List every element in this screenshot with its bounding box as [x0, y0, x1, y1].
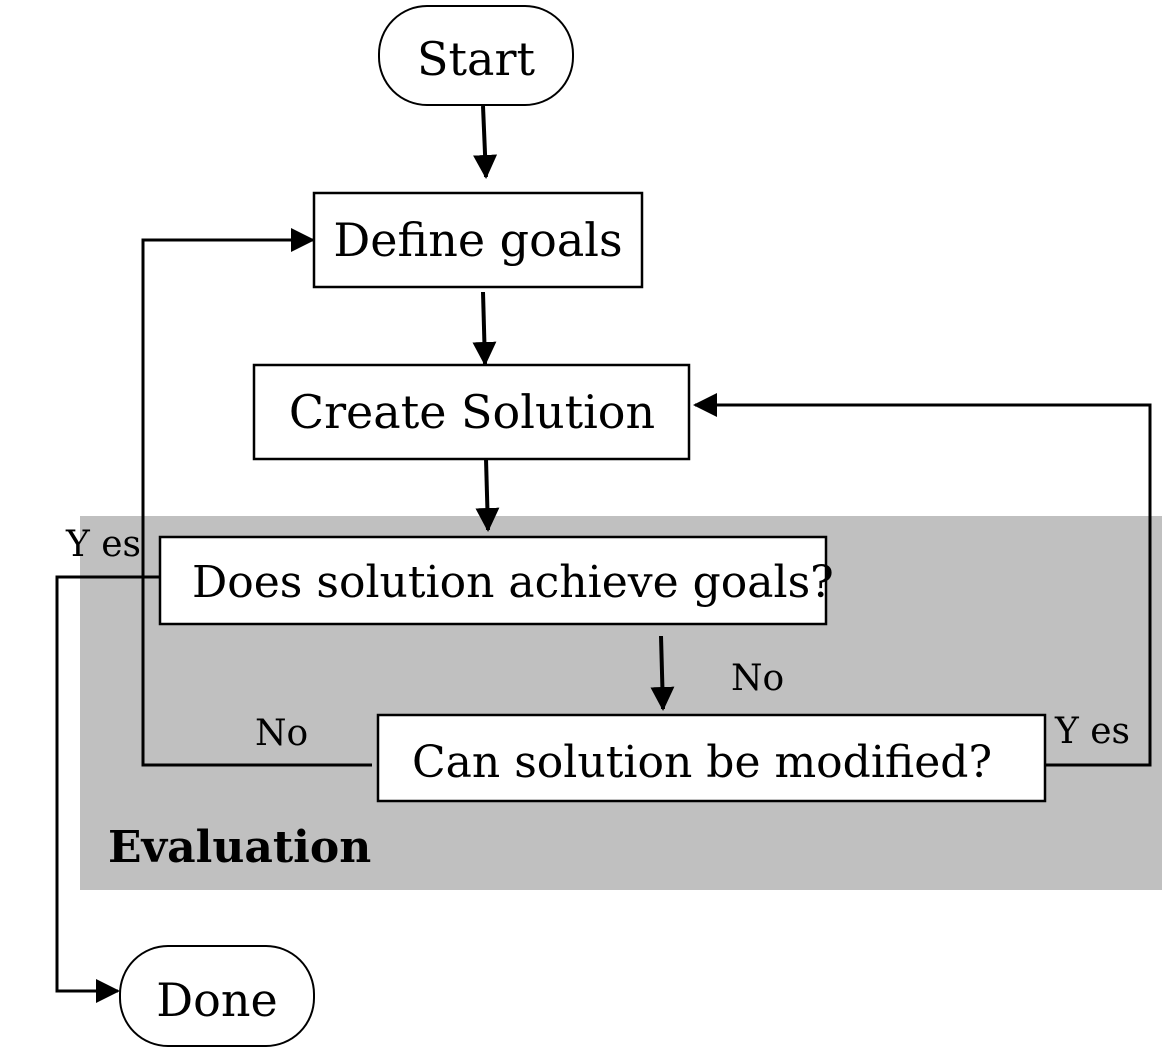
edge-label-modify-no: No [255, 713, 308, 754]
evaluation-label: Evaluation [108, 822, 371, 873]
edge-label-achieve-no: No [731, 658, 784, 699]
modify-label: Can solution be modified? [412, 737, 992, 788]
define-goals-node [312, 191, 644, 289]
arrow-modify-yes-to-create-solution [693, 393, 1152, 767]
done-label: Done [156, 973, 277, 1027]
edge-label-achieve-yes: Y es [65, 524, 141, 565]
arrow-achieve-goals-yes-to-done [55, 575, 160, 1003]
arrow-achieve-goals-no-to-modify [650, 635, 675, 711]
create-solution-node [252, 363, 691, 461]
create-solution-label: Create Solution [289, 385, 655, 439]
achieve-goals-node [158, 535, 828, 626]
edge-label-modify-yes: Y es [1054, 711, 1130, 752]
achieve-goals-label: Does solution achieve goals? [192, 557, 834, 608]
modify-node [376, 713, 1047, 803]
arrow-create-solution-to-achieve-goals [475, 458, 500, 532]
define-goals-label: Define goals [333, 213, 622, 267]
arrow-start-to-define-goals [473, 105, 498, 179]
start-label: Start [417, 32, 535, 86]
done-node [119, 945, 315, 1047]
arrow-modify-no-to-define-goals [141, 228, 372, 767]
arrow-define-goals-to-create-solution [472, 291, 497, 366]
start-node [378, 5, 574, 106]
